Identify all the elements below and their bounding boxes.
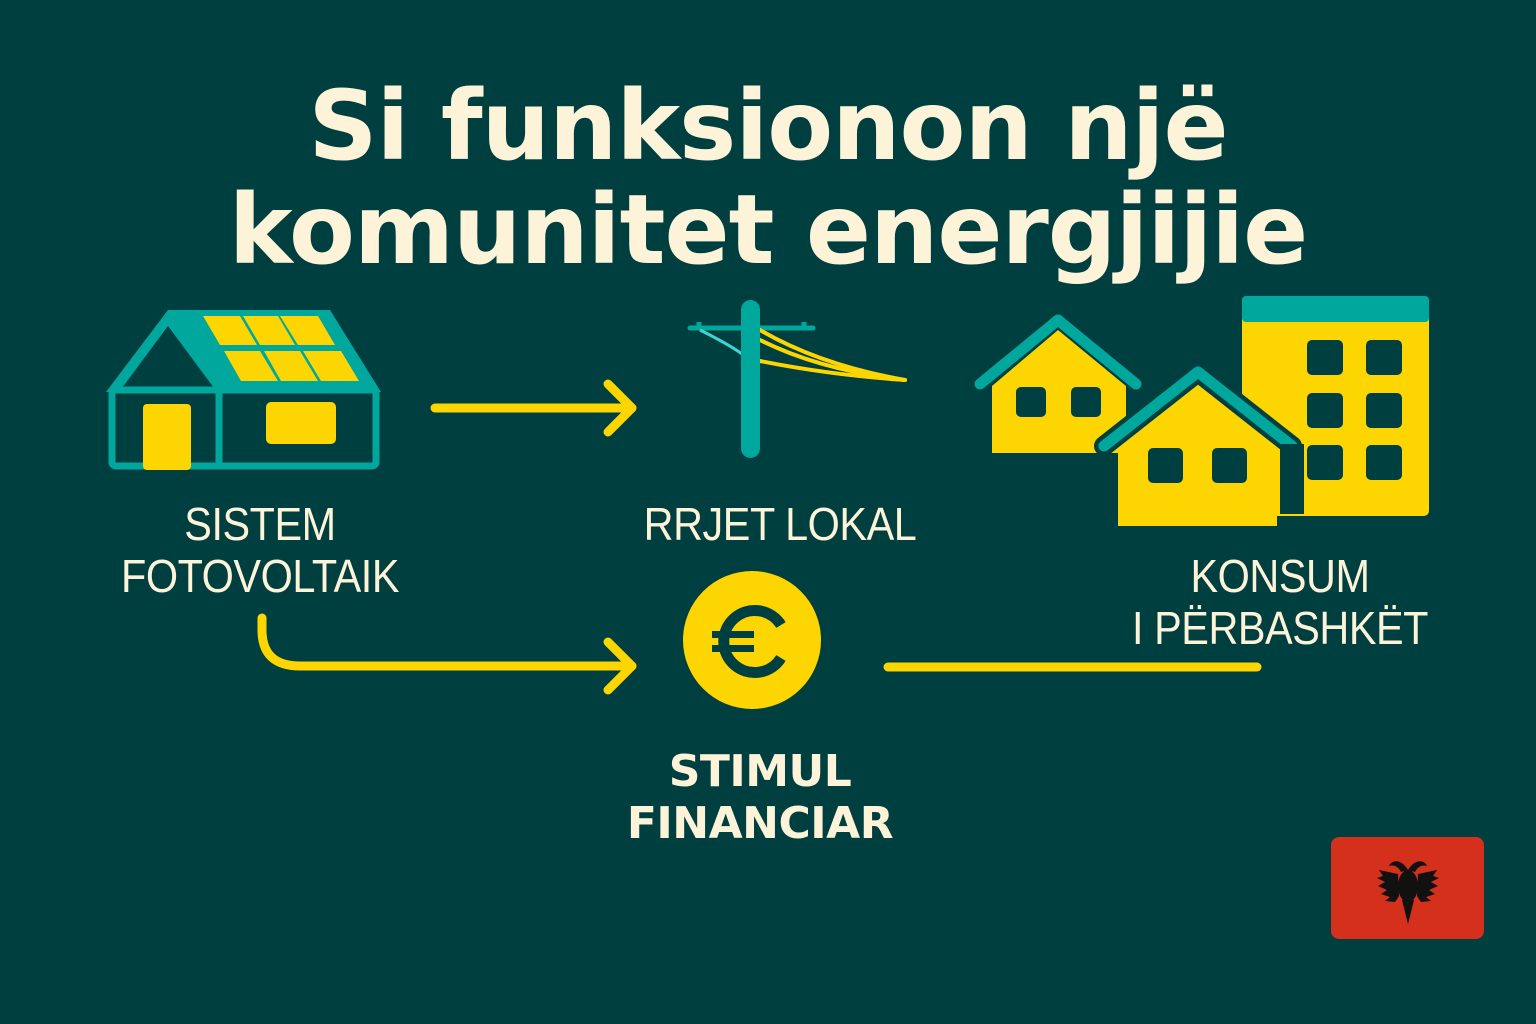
solar-house-icon	[106, 310, 381, 470]
label-incentive-line-2: FINANCIAR	[626, 798, 894, 849]
houses-and-building-icon	[974, 296, 1429, 526]
arrow-pv-to-grid-icon	[430, 379, 637, 437]
label-pv-line-1: SISTEM	[184, 498, 336, 550]
label-grid: RRJET LOKAL	[600, 498, 960, 550]
label-consumption-line-1: KONSUM	[1190, 550, 1370, 602]
title-line-2: komunitet energjijie	[228, 174, 1309, 286]
power-pole-icon	[687, 300, 907, 458]
label-consumption: KONSUM I PËRBASHKËT	[1100, 550, 1460, 654]
page-title: Si funksionon një komunitet energjijie	[0, 74, 1536, 282]
double-headed-eagle-icon	[1376, 861, 1439, 924]
label-consumption-line-2: I PËRBASHKËT	[1132, 602, 1428, 654]
label-pv-line-2: FOTOVOLTAIK	[120, 550, 399, 602]
title-line-1: Si funksionon një	[308, 70, 1228, 182]
albania-flag-icon	[1331, 837, 1484, 939]
label-incentive: STIMUL FINANCIAR	[560, 746, 960, 850]
label-pv: SISTEM FOTOVOLTAIK	[80, 498, 440, 602]
euro-coin-icon	[683, 571, 821, 709]
label-incentive-line-1: STIMUL	[668, 746, 852, 797]
arrow-pv-to-incentive-icon	[257, 613, 637, 695]
label-grid-text: RRJET LOKAL	[643, 498, 917, 550]
